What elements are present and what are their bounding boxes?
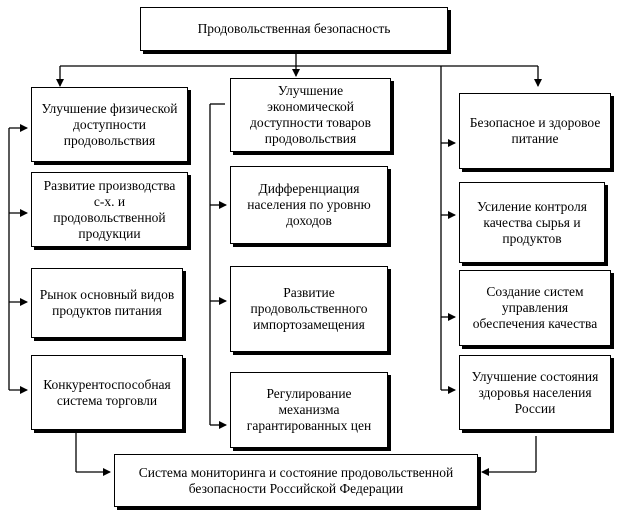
quality-management-label: Создание систем управления обеспечения к… (472, 284, 598, 331)
economic-access-box: Улучшение экономической доступности това… (230, 78, 391, 152)
trade-system-label: Конкурентоспособная система торговли (43, 376, 171, 408)
food-market-box: Рынок основный видов продуктов питания (31, 268, 183, 338)
quality-control-label: Усиление контроля качества сырья и проду… (477, 198, 587, 246)
food-security-label: Продовольственная безопасность (197, 21, 391, 36)
production-development-label: Развитие производства с-х. и продовольст… (43, 177, 176, 241)
physical-access-label: Улучшение физической доступности продово… (41, 100, 178, 148)
monitoring-system-box: Система мониторинга и состояние продовол… (114, 454, 478, 507)
quality-management-box: Создание систем управления обеспечения к… (459, 270, 611, 346)
economic-access-label: Улучшение экономической доступности това… (250, 83, 371, 146)
healthy-food-label: Безопасное и здоровое питание (469, 115, 601, 146)
food-market-label: Рынок основный видов продуктов питания (39, 287, 175, 318)
trade-system-box: Конкурентоспособная система торговли (31, 355, 183, 430)
import-substitution-label: Развитие продовольственного импортозамещ… (250, 285, 368, 332)
physical-access-box: Улучшение физической доступности продово… (31, 87, 188, 162)
population-health-label: Улучшение состояния здоровья населения Р… (471, 368, 599, 416)
quality-control-box: Усиление контроля качества сырья и проду… (459, 182, 605, 263)
food-security-box: Продовольственная безопасность (140, 7, 448, 51)
import-substitution-box: Развитие продовольственного импортозамещ… (230, 266, 388, 352)
monitoring-system-label: Система мониторинга и состояние продовол… (138, 464, 454, 496)
price-regulation-label: Регулирование механизма гарантированных … (246, 386, 372, 433)
healthy-food-box: Безопасное и здоровое питание (459, 93, 611, 169)
production-development-box: Развитие производства с-х. и продовольст… (31, 172, 188, 247)
price-regulation-box: Регулирование механизма гарантированных … (230, 372, 388, 448)
income-differentiation-label: Дифференциация населения по уровню доход… (247, 181, 371, 228)
income-differentiation-box: Дифференциация населения по уровню доход… (230, 166, 388, 244)
population-health-box: Улучшение состояния здоровья населения Р… (459, 355, 611, 430)
